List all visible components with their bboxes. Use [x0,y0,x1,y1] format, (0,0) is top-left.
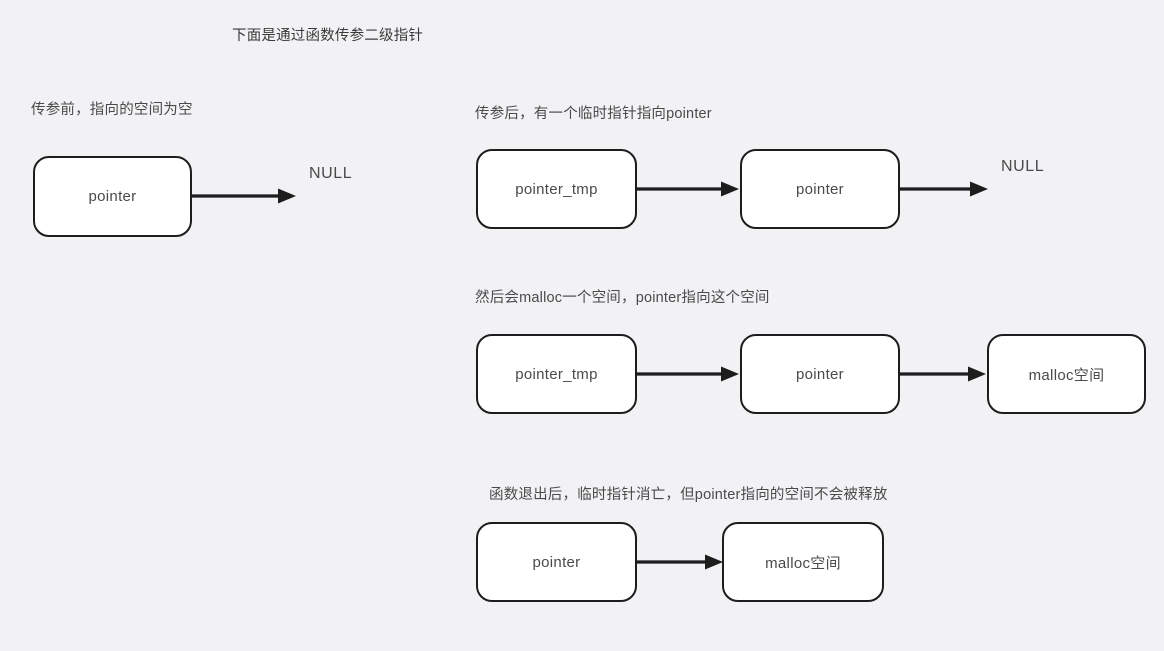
node-pointer-tmp-after-pass[interactable]: pointer_tmp [476,149,637,229]
null-terminal-after-pass: NULL [1001,158,1045,175]
null-terminal-before-pass: NULL [309,165,353,182]
section-caption-after-pass: 传参后，有一个临时指针指向pointer [475,106,712,122]
node-label: malloc空间 [1028,366,1105,384]
arrow-pointer-to-null-before-pass [192,186,298,206]
node-pointer-tmp-after-malloc[interactable]: pointer_tmp [476,334,637,414]
section-caption-before-pass: 传参前，指向的空间为空 [31,102,193,118]
section-caption-after-return: 函数退出后，临时指针消亡，但pointer指向的空间不会被释放 [489,487,888,503]
node-label: pointer_tmp [515,365,598,383]
arrow-pointer-tmp-to-pointer-after-pass [637,179,741,199]
section-caption-after-malloc: 然后会malloc一个空间，pointer指向这个空间 [475,290,770,306]
node-malloc-space-after-malloc[interactable]: malloc空间 [987,334,1146,414]
diagram-title: 下面是通过函数传参二级指针 [232,28,424,44]
node-malloc-space-after-return[interactable]: malloc空间 [722,522,884,602]
node-label: pointer_tmp [515,180,598,198]
node-label: pointer [532,553,581,571]
node-label: pointer [796,180,844,198]
arrow-pointer-tmp-to-pointer-after-malloc [637,364,741,384]
node-pointer-after-return[interactable]: pointer [476,522,637,602]
node-pointer-before-pass[interactable]: pointer [33,156,192,237]
arrow-pointer-to-malloc-space-after-return [637,552,725,572]
node-label: pointer [796,365,844,383]
node-label: pointer [88,188,137,205]
arrow-pointer-to-null-after-pass [900,179,990,199]
node-label: malloc空间 [765,554,841,572]
arrow-pointer-to-malloc-space [900,364,988,384]
node-pointer-after-pass[interactable]: pointer [740,149,900,229]
node-pointer-after-malloc[interactable]: pointer [740,334,900,414]
